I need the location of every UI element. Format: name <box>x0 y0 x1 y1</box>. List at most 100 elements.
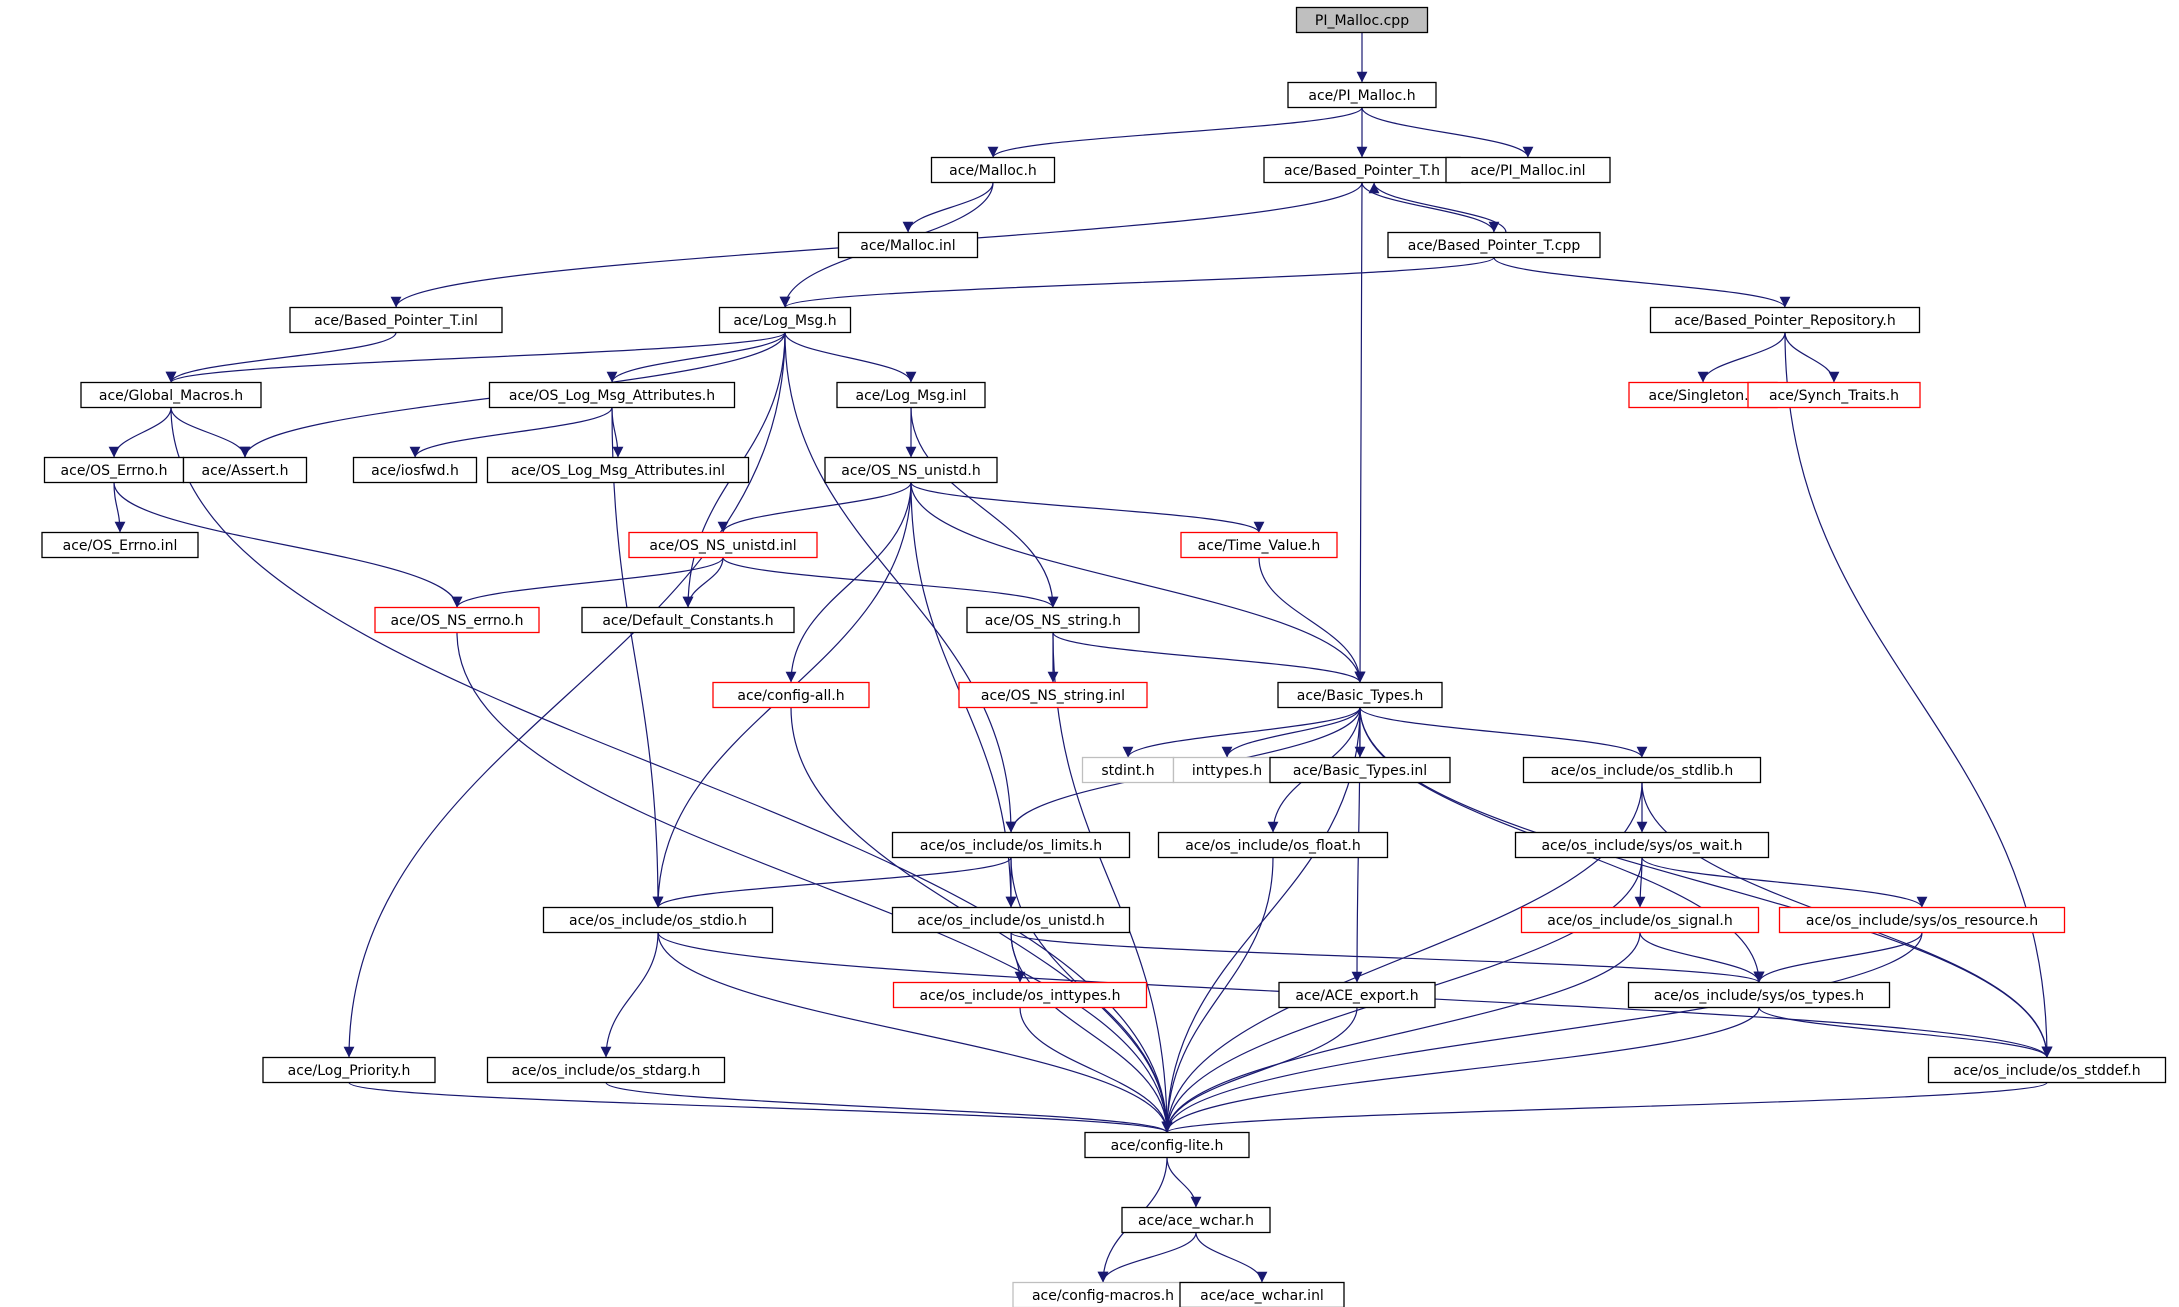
node-box <box>836 381 986 409</box>
node-label: ace/Global_Macros.h <box>99 388 243 404</box>
node-box <box>1081 756 1175 784</box>
node-based-pointer-t-cpp[interactable]: ace/Based_Pointer_T.cpp <box>1387 231 1601 259</box>
node-based-pointer-t-h[interactable]: ace/Based_Pointer_T.h <box>1263 156 1461 184</box>
node-label: ace/Assert.h <box>202 463 289 479</box>
node-malloc-h[interactable]: ace/Malloc.h <box>930 156 1056 184</box>
node-box <box>289 306 503 334</box>
node-stdint-h[interactable]: stdint.h <box>1081 756 1175 784</box>
edge-os-errno-h-to-os-ns-errno-h <box>113 482 463 608</box>
node-os-wait-h[interactable]: ace/os_include/sys/os_wait.h <box>1514 831 1770 859</box>
edge-os-ns-errno-h-to-config-lite-h <box>456 632 1173 1133</box>
node-assert-h[interactable]: ace/Assert.h <box>182 456 308 484</box>
node-label: ace/OS_NS_unistd.inl <box>649 538 796 554</box>
node-os-log-msg-attributes-h[interactable]: ace/OS_Log_Msg_Attributes.h <box>488 381 736 409</box>
node-box <box>262 1056 436 1084</box>
node-os-limits-h[interactable]: ace/os_include/os_limits.h <box>891 831 1131 859</box>
node-os-signal-h[interactable]: ace/os_include/os_signal.h <box>1520 906 1760 934</box>
node-label: ace/config-all.h <box>737 688 844 704</box>
node-box <box>1172 756 1282 784</box>
node-box <box>1269 756 1451 784</box>
node-box <box>1180 531 1338 559</box>
node-os-stddef-h[interactable]: ace/os_include/os_stddef.h <box>1927 1056 2167 1084</box>
node-ace-wchar-inl[interactable]: ace/ace_wchar.inl <box>1179 1281 1345 1307</box>
node-based-pointer-t-inl[interactable]: ace/Based_Pointer_T.inl <box>289 306 503 334</box>
node-os-ns-string-h[interactable]: ace/OS_NS_string.h <box>966 606 1140 634</box>
edge-os-stdarg-h-to-config-lite-h <box>605 1081 1173 1134</box>
node-os-types-h[interactable]: ace/os_include/sys/os_types.h <box>1627 981 1891 1009</box>
node-label: ace/OS_NS_errno.h <box>390 613 523 629</box>
edge-log-msg-h-to-log-msg-inl <box>784 332 917 383</box>
node-box <box>891 906 1131 934</box>
node-box <box>1520 906 1760 934</box>
node-inttypes-h[interactable]: inttypes.h <box>1172 756 1282 784</box>
node-label: ace/Time_Value.h <box>1198 538 1321 554</box>
node-os-errno-inl[interactable]: ace/OS_Errno.inl <box>41 531 199 559</box>
node-iosfwd-h[interactable]: ace/iosfwd.h <box>352 456 478 484</box>
node-box <box>1514 831 1770 859</box>
node-ace-export-h[interactable]: ace/ACE_export.h <box>1278 981 1436 1009</box>
node-label: ace/Basic_Types.h <box>1297 688 1423 704</box>
node-label: ace/Singleton.h <box>1649 388 1758 404</box>
edge-global-macros-h-to-assert-h <box>170 407 251 458</box>
node-synch-traits-h[interactable]: ace/Synch_Traits.h <box>1747 381 1921 409</box>
edge-os-limits-h-to-os-stdio-h <box>652 856 1012 909</box>
edge-log-msg-inl-to-os-ns-string-h <box>910 407 1059 608</box>
node-os-ns-string-inl[interactable]: ace/OS_NS_string.inl <box>958 681 1148 709</box>
node-box <box>581 606 795 634</box>
node-pi-malloc-inl[interactable]: ace/PI_Malloc.inl <box>1445 156 1611 184</box>
node-box <box>712 681 870 709</box>
node-box <box>1649 306 1921 334</box>
node-global-macros-h[interactable]: ace/Global_Macros.h <box>80 381 262 409</box>
node-pi-malloc-h[interactable]: ace/PI_Malloc.h <box>1287 81 1437 109</box>
node-config-lite-h[interactable]: ace/config-lite.h <box>1084 1131 1250 1159</box>
node-log-msg-h[interactable]: ace/Log_Msg.h <box>718 306 852 334</box>
node-log-msg-inl[interactable]: ace/Log_Msg.inl <box>836 381 986 409</box>
node-basic-types-h[interactable]: ace/Basic_Types.h <box>1277 681 1443 709</box>
node-ace-wchar-h[interactable]: ace/ace_wchar.h <box>1121 1206 1271 1234</box>
node-label: PI_Malloc.cpp <box>1315 13 1409 29</box>
node-label: ace/OS_NS_string.inl <box>981 688 1125 704</box>
node-box <box>1522 756 1762 784</box>
node-os-stdio-h[interactable]: ace/os_include/os_stdio.h <box>542 906 774 934</box>
node-os-ns-unistd-inl[interactable]: ace/OS_NS_unistd.inl <box>628 531 818 559</box>
node-config-macros-h[interactable]: ace/config-macros.h <box>1012 1281 1194 1307</box>
edge-time-value-h-to-basic-types-h <box>1258 557 1366 683</box>
edge-os-types-h-to-config-lite-h <box>1161 1007 1760 1133</box>
edge-based-pointer-t-inl-to-global-macros-h <box>165 332 397 383</box>
node-label: ace/Synch_Traits.h <box>1769 388 1899 404</box>
node-default-constants-h[interactable]: ace/Default_Constants.h <box>581 606 795 634</box>
edge-os-unistd-h-to-os-types-h <box>1010 931 1765 984</box>
edge-os-resource-h-to-os-types-h <box>1753 932 1923 983</box>
node-label: ace/os_include/os_limits.h <box>920 838 1102 854</box>
node-box <box>1277 681 1443 709</box>
node-box <box>824 456 998 484</box>
edge-os-ns-unistd-inl-to-os-ns-string-h <box>722 557 1059 608</box>
node-label: ace/os_include/os_stddef.h <box>1953 1063 2140 1079</box>
node-log-priority-h[interactable]: ace/Log_Priority.h <box>262 1056 436 1084</box>
node-os-float-h[interactable]: ace/os_include/os_float.h <box>1157 831 1389 859</box>
node-os-stdlib-h[interactable]: ace/os_include/os_stdlib.h <box>1522 756 1762 784</box>
node-label: ace/Default_Constants.h <box>602 613 773 629</box>
node-box <box>374 606 540 634</box>
edge-global-macros-h-to-os-errno-h <box>108 407 172 458</box>
node-box <box>542 906 774 934</box>
node-os-resource-h[interactable]: ace/os_include/sys/os_resource.h <box>1778 906 2066 934</box>
node-box <box>486 1056 726 1084</box>
node-based-pointer-repository-h[interactable]: ace/Based_Pointer_Repository.h <box>1649 306 1921 334</box>
node-os-ns-unistd-h[interactable]: ace/OS_NS_unistd.h <box>824 456 998 484</box>
node-os-log-msg-attributes-inl[interactable]: ace/OS_Log_Msg_Attributes.inl <box>486 456 750 484</box>
node-os-inttypes-h[interactable]: ace/os_include/os_inttypes.h <box>892 981 1148 1009</box>
node-time-value-h[interactable]: ace/Time_Value.h <box>1180 531 1338 559</box>
node-os-ns-errno-h[interactable]: ace/OS_NS_errno.h <box>374 606 540 634</box>
node-basic-types-inl[interactable]: ace/Basic_Types.inl <box>1269 756 1451 784</box>
node-os-unistd-h[interactable]: ace/os_include/os_unistd.h <box>891 906 1131 934</box>
node-config-all-h[interactable]: ace/config-all.h <box>712 681 870 709</box>
edge-os-ns-unistd-h-to-time-value-h <box>910 481 1265 534</box>
node-malloc-inl[interactable]: ace/Malloc.inl <box>837 231 979 259</box>
edge-based-pointer-t-cpp-to-log-msg-h <box>779 256 1495 309</box>
edge-log-msg-h-to-log-priority-h <box>343 332 786 1058</box>
node-box <box>1747 381 1921 409</box>
node-os-stdarg-h[interactable]: ace/os_include/os_stdarg.h <box>486 1056 726 1084</box>
node-pi-malloc-cpp[interactable]: PI_Malloc.cpp <box>1295 6 1429 34</box>
node-os-errno-h[interactable]: ace/OS_Errno.h <box>43 456 185 484</box>
